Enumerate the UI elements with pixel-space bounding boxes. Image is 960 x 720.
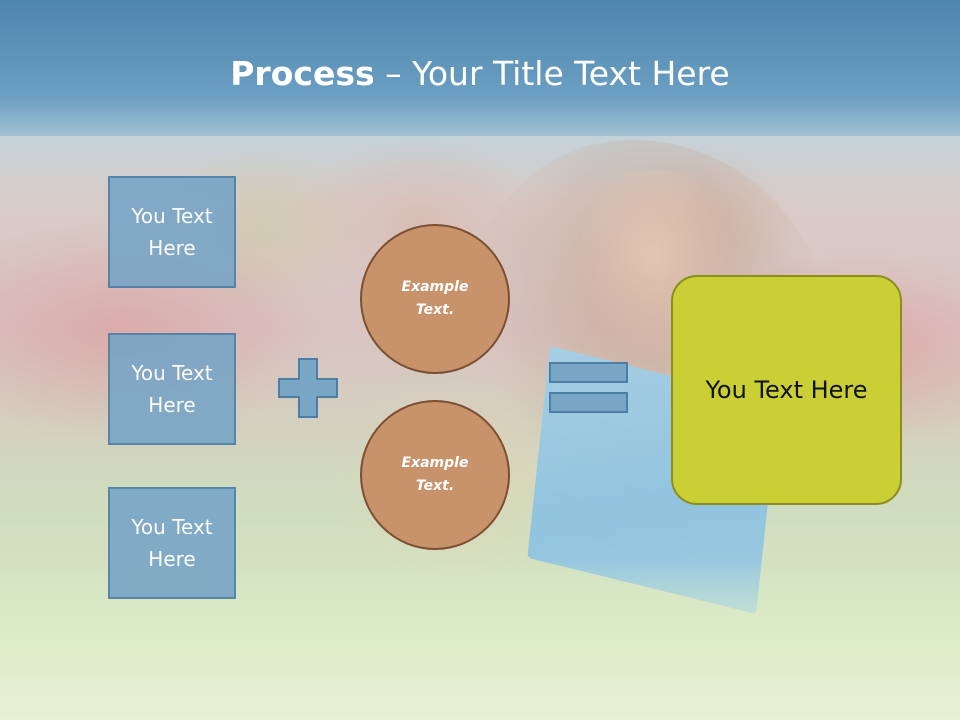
input-box-3[interactable]: You Text Here xyxy=(108,487,236,599)
title-bar xyxy=(0,0,960,136)
process-circle-1[interactable]: Example Text. xyxy=(360,224,510,374)
process-circle-1-text: Example Text. xyxy=(401,279,469,318)
input-box-1[interactable]: You Text Here xyxy=(108,176,236,288)
input-box-2-text: You Text Here xyxy=(131,361,213,417)
plus-icon[interactable] xyxy=(277,357,339,419)
result-box-text: You Text Here xyxy=(705,376,868,404)
input-box-2[interactable]: You Text Here xyxy=(108,333,236,445)
title-bold: Process xyxy=(230,54,375,93)
input-box-3-text: You Text Here xyxy=(131,515,213,571)
equals-icon[interactable] xyxy=(549,362,629,414)
title-rest: – Your Title Text Here xyxy=(374,54,730,93)
process-circle-2-text: Example Text. xyxy=(401,455,469,494)
slide-title[interactable]: Process – Your Title Text Here xyxy=(0,52,960,96)
result-box[interactable]: You Text Here xyxy=(671,275,902,505)
input-box-1-text: You Text Here xyxy=(131,204,213,260)
process-circle-2[interactable]: Example Text. xyxy=(360,400,510,550)
